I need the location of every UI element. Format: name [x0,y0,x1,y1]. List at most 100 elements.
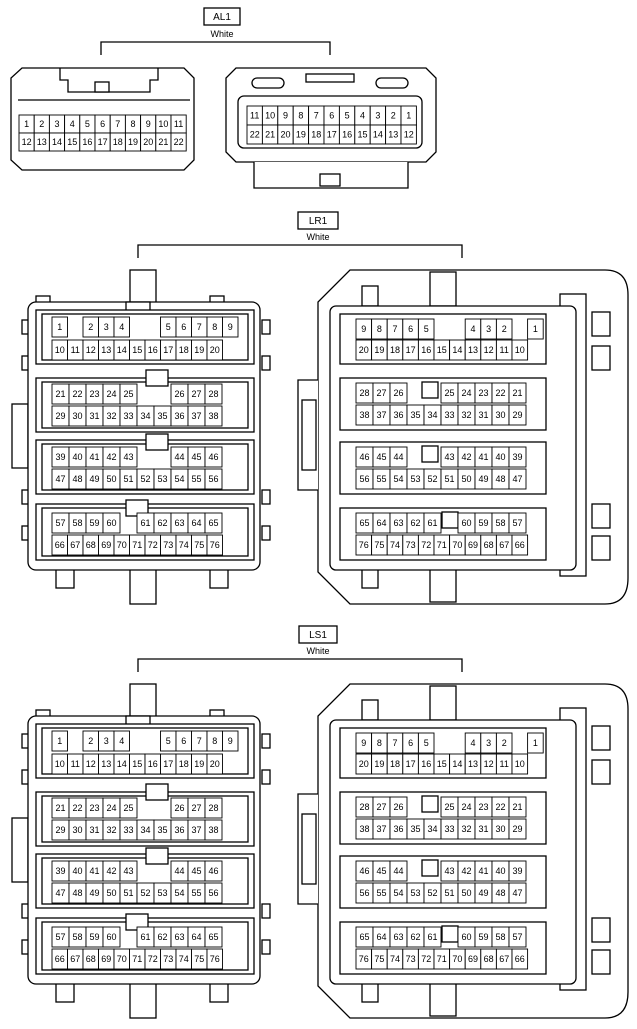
pin-number: 62 [157,518,167,528]
pin-number: 53 [157,888,167,898]
pin-cell [495,732,513,754]
pin-number: 75 [194,540,204,550]
pin-number: 49 [89,474,99,484]
pin-number: 46 [208,866,218,876]
pin-number: 73 [406,954,416,964]
pin-number: 22 [495,802,505,812]
pin-number: 49 [89,888,99,898]
pin-number: 16 [148,345,158,355]
pin-number: 11 [71,345,80,355]
pin-number: 18 [311,130,321,140]
pin-number: 6 [329,111,334,121]
pin-number: 30 [495,410,505,420]
pin-number: 20 [210,759,220,769]
pin-number: 26 [393,802,403,812]
pin-number: 6 [408,324,413,334]
pin-cell [508,512,527,534]
pin-number: 24 [106,389,116,399]
pin-number: 12 [484,759,494,769]
pin-number: 53 [410,474,420,484]
pin-number: 71 [437,954,447,964]
pin-number: 10 [55,345,65,355]
pin-number: 38 [208,411,218,421]
pin-number: 34 [140,825,150,835]
pin-number: 53 [157,474,167,484]
pin-number: 9 [228,322,233,332]
pin-number: 15 [437,759,447,769]
pin-number: 76 [359,954,369,964]
pin-number: 69 [101,954,111,964]
pin-number: 68 [484,954,494,964]
pin-cell [204,512,223,534]
pin-number: 16 [421,345,431,355]
pin-number: 36 [393,410,403,420]
pin-number: 38 [208,825,218,835]
pin-cell [204,405,223,427]
pin-number: 63 [393,932,403,942]
pin-number: 30 [72,825,82,835]
pin-number: 74 [390,954,400,964]
pin-number: 20 [143,137,153,147]
pin-cell [206,534,223,556]
pin-number: 61 [427,932,437,942]
pin-number: 27 [191,803,201,813]
pin-number: 64 [191,932,201,942]
pin-number: 41 [89,866,99,876]
pin-number: 22 [250,130,260,140]
pin-number: 44 [393,452,403,462]
pin-number: 10 [265,111,275,121]
pin-number: 75 [194,954,204,964]
pin-number: 8 [377,738,382,748]
pin-number: 67 [70,540,80,550]
pin-number: 69 [468,954,478,964]
pin-cell [170,132,187,152]
pin-number: 27 [376,388,386,398]
pin-number: 25 [444,388,454,398]
pin-number: 65 [208,518,218,528]
pin-number: 43 [444,866,454,876]
pin-number: 74 [390,540,400,550]
pin-number: 56 [208,474,218,484]
pin-number: 2 [502,738,507,748]
pin-cell [389,860,408,882]
pin-number: 18 [390,759,400,769]
pin-cell [204,797,223,819]
pin-number: 30 [495,824,505,834]
pin-cell [508,926,527,948]
pin-number: 9 [146,119,151,129]
pin-number: 5 [166,322,171,332]
pin-number: 57 [512,518,522,528]
pin-number: 51 [123,888,133,898]
pin-number: 50 [106,888,116,898]
pin-number: 15 [132,759,142,769]
pin-number: 33 [444,824,454,834]
pin-number: 1 [57,322,62,332]
pin-number: 13 [468,759,478,769]
pin-number: 56 [359,888,369,898]
pin-cell [508,382,527,404]
pin-number: 23 [478,388,488,398]
pin-number: 62 [410,932,420,942]
pin-number: 39 [512,452,522,462]
pin-number: 58 [72,518,82,528]
pin-number: 42 [106,866,116,876]
pin-number: 19 [374,345,384,355]
pin-number: 20 [210,345,220,355]
pin-number: 7 [115,119,120,129]
pin-cell [119,860,138,882]
pin-number: 65 [359,518,369,528]
pin-number: 18 [179,345,189,355]
pin-number: 64 [376,518,386,528]
pin-number: 12 [86,759,96,769]
pin-number: 36 [174,411,184,421]
pin-number: 52 [427,474,437,484]
pin-cell [508,818,527,840]
pin-number: 12 [22,137,32,147]
pin-cell [206,753,223,775]
pin-number: 39 [55,452,65,462]
pin-number: 8 [212,322,217,332]
pin-number: 37 [191,825,201,835]
